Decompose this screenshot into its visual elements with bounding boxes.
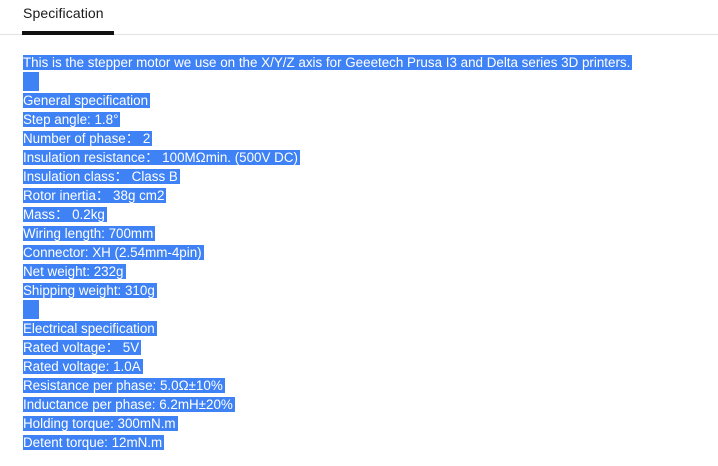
spec-shipping-weight: Shipping weight: 310g <box>23 283 157 298</box>
spec-mass: Mass： 0.2kg <box>23 207 107 222</box>
spec-rated-voltage: Rated voltage： 5V <box>23 340 142 355</box>
spec-number-of-phase: Number of phase： 2 <box>23 131 153 146</box>
blank-line <box>23 72 713 91</box>
spec-line: Insulation class： Class B <box>23 167 713 186</box>
spec-holding-torque: Holding torque: 300mN.m <box>23 416 178 431</box>
spec-wiring-length: Wiring length: 700mm <box>23 226 156 241</box>
spec-line: Connector: XH (2.54mm-4pin) <box>23 243 713 262</box>
spec-line: Net weight: 232g <box>23 262 713 281</box>
spec-insulation-resistance: Insulation resistance： 100MΩmin. (500V D… <box>23 150 300 165</box>
spec-net-weight: Net weight: 232g <box>23 264 126 279</box>
spec-insulation-class: Insulation class： Class B <box>23 169 180 184</box>
spec-inductance-per-phase: Inductance per phase: 6.2mH±20% <box>23 397 235 412</box>
spec-detent-torque: Detent torque: 12mN.m <box>23 435 165 450</box>
specification-content: This is the stepper motor we use on the … <box>23 53 713 452</box>
tab-active-indicator <box>22 31 114 35</box>
intro-text: This is the stepper motor we use on the … <box>23 55 633 70</box>
blank-line <box>23 300 713 319</box>
spec-line: Wiring length: 700mm <box>23 224 713 243</box>
spec-line: Number of phase： 2 <box>23 129 713 148</box>
spec-line: Rated voltage: 1.0A <box>23 357 713 376</box>
intro-line: This is the stepper motor we use on the … <box>23 53 713 72</box>
general-heading-text: General specification <box>23 93 151 108</box>
spec-line: Detent torque: 12mN.m <box>23 433 713 452</box>
spec-step-angle: Step angle: 1.8° <box>23 112 121 127</box>
spec-rotor-inertia: Rotor inertia： 38g cm2 <box>23 188 167 203</box>
spec-connector: Connector: XH (2.54mm-4pin) <box>23 245 204 260</box>
tab-specification[interactable]: Specification <box>23 5 104 21</box>
spec-line: Rated voltage： 5V <box>23 338 713 357</box>
spec-line: Mass： 0.2kg <box>23 205 713 224</box>
electrical-heading-text: Electrical specification <box>23 321 157 336</box>
spec-line: Inductance per phase: 6.2mH±20% <box>23 395 713 414</box>
spec-resistance-per-phase: Resistance per phase: 5.0Ω±10% <box>23 378 225 393</box>
spec-line: Step angle: 1.8° <box>23 110 713 129</box>
spec-rated-current: Rated voltage: 1.0A <box>23 359 143 374</box>
spec-line: Rotor inertia： 38g cm2 <box>23 186 713 205</box>
general-heading: General specification <box>23 91 713 110</box>
spec-line: Holding torque: 300mN.m <box>23 414 713 433</box>
spec-line: Insulation resistance： 100MΩmin. (500V D… <box>23 148 713 167</box>
spec-line: Shipping weight: 310g <box>23 281 713 300</box>
electrical-heading: Electrical specification <box>23 319 713 338</box>
tab-bar: Specification <box>0 0 718 35</box>
spec-line: Resistance per phase: 5.0Ω±10% <box>23 376 713 395</box>
